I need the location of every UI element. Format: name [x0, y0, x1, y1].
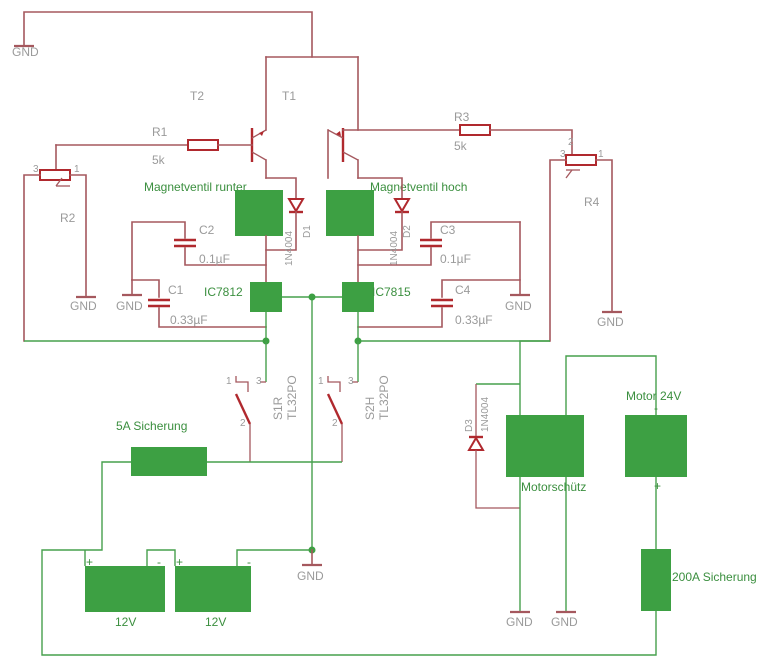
- fuse-200a: [641, 549, 671, 611]
- capacitor-c2: [131, 221, 267, 281]
- diode-d1: [265, 177, 305, 251]
- resistor-r3: [342, 124, 573, 156]
- resistor-r1: [55, 139, 253, 151]
- switch-s1r: [234, 376, 266, 462]
- r1-label: R1: [152, 125, 168, 139]
- c3-label: C3: [440, 223, 456, 237]
- diode-d2: [357, 177, 411, 251]
- t2-label: T2: [190, 89, 204, 103]
- gnd-label-c1: GND: [116, 299, 143, 313]
- s1-pin2: 2: [240, 418, 246, 429]
- capacitor-c3: [357, 221, 521, 266]
- transistor-t2: [250, 128, 267, 162]
- s2h-label: S2H: [363, 397, 377, 420]
- motor-plus: +: [654, 479, 661, 493]
- s2h-type: TL32PO: [377, 375, 391, 420]
- fuse-200a-label: 200A Sicherung: [672, 570, 757, 584]
- r4-pin2: 2: [568, 137, 574, 148]
- transistor-t1: [327, 128, 359, 162]
- battery-right-label: 12V: [205, 615, 226, 629]
- c1-value: 0.33µF: [170, 313, 208, 327]
- s2-pin1: 1: [318, 376, 324, 387]
- contactor-label: Motorschütz: [521, 480, 586, 494]
- r3-value: 5k: [454, 139, 468, 153]
- battery-right-plus: +: [176, 555, 183, 569]
- gnd-label-battery: GND: [297, 569, 324, 583]
- s1-pin3: 3: [256, 376, 262, 387]
- gnd-label-motor: GND: [551, 615, 578, 629]
- d2-type: 1N4004: [389, 231, 400, 266]
- r2-pin1: 1: [74, 164, 80, 175]
- d2-label: D2: [402, 225, 413, 238]
- fuse-5a-label: 5A Sicherung: [116, 419, 187, 433]
- c2-value: 0.1µF: [199, 252, 230, 266]
- battery-right: [175, 549, 312, 612]
- battery-left: [84, 549, 176, 612]
- d3-label: D3: [464, 419, 475, 432]
- s1r-type: TL32PO: [285, 375, 299, 420]
- d1-type: 1N4004: [284, 231, 295, 266]
- t1-label: T1: [282, 89, 296, 103]
- ic7815-label: IC7815: [372, 285, 411, 299]
- potentiometer-r4: [549, 154, 622, 342]
- switch-s2h: [326, 376, 358, 462]
- s2-pin2: 2: [332, 418, 338, 429]
- r1-value: 5k: [152, 153, 166, 167]
- r4-pin3: 3: [560, 149, 566, 160]
- r2-pin3: 3: [33, 164, 39, 175]
- r4-label: R4: [584, 195, 600, 209]
- capacitor-c1: [122, 279, 267, 328]
- valve-right-label: Magnetventil hoch: [370, 180, 467, 194]
- gnd-label-r4: GND: [597, 315, 624, 329]
- battery-right-minus: -: [247, 555, 251, 569]
- ic7812-label: IC7812: [204, 285, 243, 299]
- battery-left-label: 12V: [115, 615, 136, 629]
- regulator-ic7812: [250, 282, 282, 312]
- c4-label: C4: [455, 283, 471, 297]
- r2-label: R2: [60, 211, 76, 225]
- fuse-5a: [131, 447, 207, 476]
- gnd-label-c4: GND: [505, 299, 532, 313]
- s2-pin3: 3: [348, 376, 354, 387]
- valve-left-coil: [235, 190, 283, 236]
- battery-left-minus: -: [157, 555, 161, 569]
- c4-value: 0.33µF: [455, 313, 493, 327]
- gnd-label-contactor: GND: [506, 615, 533, 629]
- c3-value: 0.1µF: [440, 252, 471, 266]
- motor-contactor: [506, 415, 584, 477]
- regulator-ic7815: [342, 282, 374, 312]
- motor-24v: [625, 415, 687, 477]
- c1-label: C1: [168, 283, 184, 297]
- valve-left-label: Magnetventil runter: [144, 180, 247, 194]
- diode-d3: [467, 384, 520, 509]
- d1-label: D1: [302, 225, 313, 238]
- gnd-label-top: GND: [12, 45, 39, 59]
- battery-left-plus: +: [86, 555, 93, 569]
- motor-label: Motor 24V: [626, 389, 681, 403]
- gnd-label-r2: GND: [70, 299, 97, 313]
- r3-label: R3: [454, 110, 470, 124]
- c2-label: C2: [199, 223, 215, 237]
- top-gnd-net: [14, 11, 359, 131]
- valve-right-coil: [326, 190, 374, 236]
- motor-minus: -: [654, 401, 658, 415]
- d3-type: 1N4004: [480, 397, 491, 432]
- capacitor-c4: [357, 221, 530, 328]
- s1r-label: S1R: [271, 396, 285, 420]
- s1-pin1: 1: [226, 376, 232, 387]
- r4-pin1: 1: [598, 149, 604, 160]
- potentiometer-r2: [23, 144, 96, 342]
